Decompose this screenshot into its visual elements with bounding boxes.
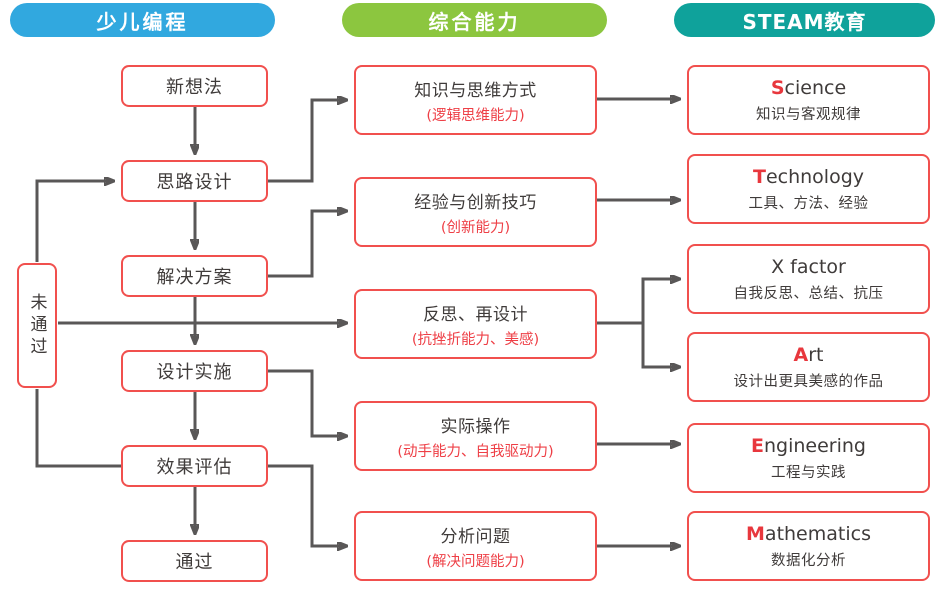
ability-title: 实际操作 (440, 416, 511, 437)
steam-word-rest: athematics (764, 522, 871, 545)
steam-lead-letter: E (751, 434, 764, 457)
steam-technology: Technology 工具、方法、经验 (687, 154, 930, 224)
edge-solution-experience (268, 211, 345, 278)
steam-title: Technology (753, 166, 864, 188)
ability-reflect-redesign: 反思、再设计 (抗挫折能力、美感) (354, 289, 597, 359)
ability-hands-on: 实际操作 (动手能力、自我驱动力) (354, 401, 597, 471)
step-idea-design: 思路设计 (121, 160, 268, 202)
step-implementation: 设计实施 (121, 350, 268, 392)
steam-subtitle: 自我反思、总结、抗压 (733, 285, 884, 302)
steam-title: X factor (771, 256, 846, 278)
ability-subtitle: (抗挫折能力、美感) (411, 331, 540, 348)
header-comprehensive-ability: 综合能力 (342, 3, 607, 37)
steam-word-rest: cience (784, 76, 847, 99)
edge-reflect-art (641, 323, 678, 367)
ability-knowledge-thinking: 知识与思维方式 (逻辑思维能力) (354, 65, 597, 135)
ability-title: 反思、再设计 (423, 304, 528, 325)
fail-label: 未通过 (26, 292, 47, 359)
step-evaluation: 效果评估 (121, 445, 268, 487)
steam-lead-letter: A (793, 343, 809, 366)
steam-subtitle: 工具、方法、经验 (748, 195, 869, 212)
ability-subtitle: (逻辑思维能力) (426, 107, 525, 124)
node-fail: 未通过 (17, 263, 57, 388)
ability-title: 知识与思维方式 (414, 80, 537, 101)
edge-evaluate-fail (35, 389, 121, 468)
steam-title: Mathematics (746, 523, 871, 545)
ability-subtitle: (动手能力、自我驱动力) (397, 443, 554, 460)
step-pass: 通过 (121, 540, 268, 582)
steam-title: Engineering (751, 435, 866, 457)
ability-subtitle: (解决问题能力) (426, 553, 525, 570)
edge-reflect-xfactor (597, 279, 678, 325)
steam-word-rest: echnology (765, 165, 865, 188)
steam-art: Art 设计出更具美感的作品 (687, 332, 930, 402)
ability-experience-innovation: 经验与创新技巧 (创新能力) (354, 177, 597, 247)
steam-x-factor: X factor 自我反思、总结、抗压 (687, 244, 930, 314)
step-new-idea: 新想法 (121, 65, 268, 107)
steam-subtitle: 工程与实践 (771, 464, 846, 481)
ability-subtitle: (创新能力) (440, 219, 511, 236)
header-kids-coding: 少儿编程 (10, 3, 275, 37)
steam-subtitle: 知识与客观规律 (756, 106, 861, 123)
steam-lead-letter: M (746, 522, 765, 545)
edge-fail-design (35, 181, 112, 262)
edge-design-knowledge (268, 100, 345, 183)
steam-title: Art (794, 344, 824, 366)
steam-mathematics: Mathematics 数据化分析 (687, 511, 930, 581)
step-solution: 解决方案 (121, 255, 268, 297)
steam-subtitle: 设计出更具美感的作品 (733, 373, 884, 390)
steam-lead-letter: S (770, 76, 785, 99)
ability-title: 分析问题 (440, 526, 511, 547)
steam-lead-letter: T (752, 165, 766, 188)
ability-analyze-problem: 分析问题 (解决问题能力) (354, 511, 597, 581)
ability-title: 经验与创新技巧 (414, 192, 537, 213)
steam-word-rest: ngineering (763, 434, 866, 457)
steam-science: Science 知识与客观规律 (687, 65, 930, 135)
steam-word-rest: rt (808, 343, 824, 366)
steam-engineering: Engineering 工程与实践 (687, 423, 930, 493)
steam-subtitle: 数据化分析 (771, 552, 846, 569)
steam-word-rest: X factor (771, 255, 846, 278)
edge-implement-practice (268, 369, 345, 436)
steam-title: Science (771, 77, 846, 99)
header-steam-education: STEAM教育 (674, 3, 935, 37)
edge-evaluate-analyze (268, 464, 345, 546)
